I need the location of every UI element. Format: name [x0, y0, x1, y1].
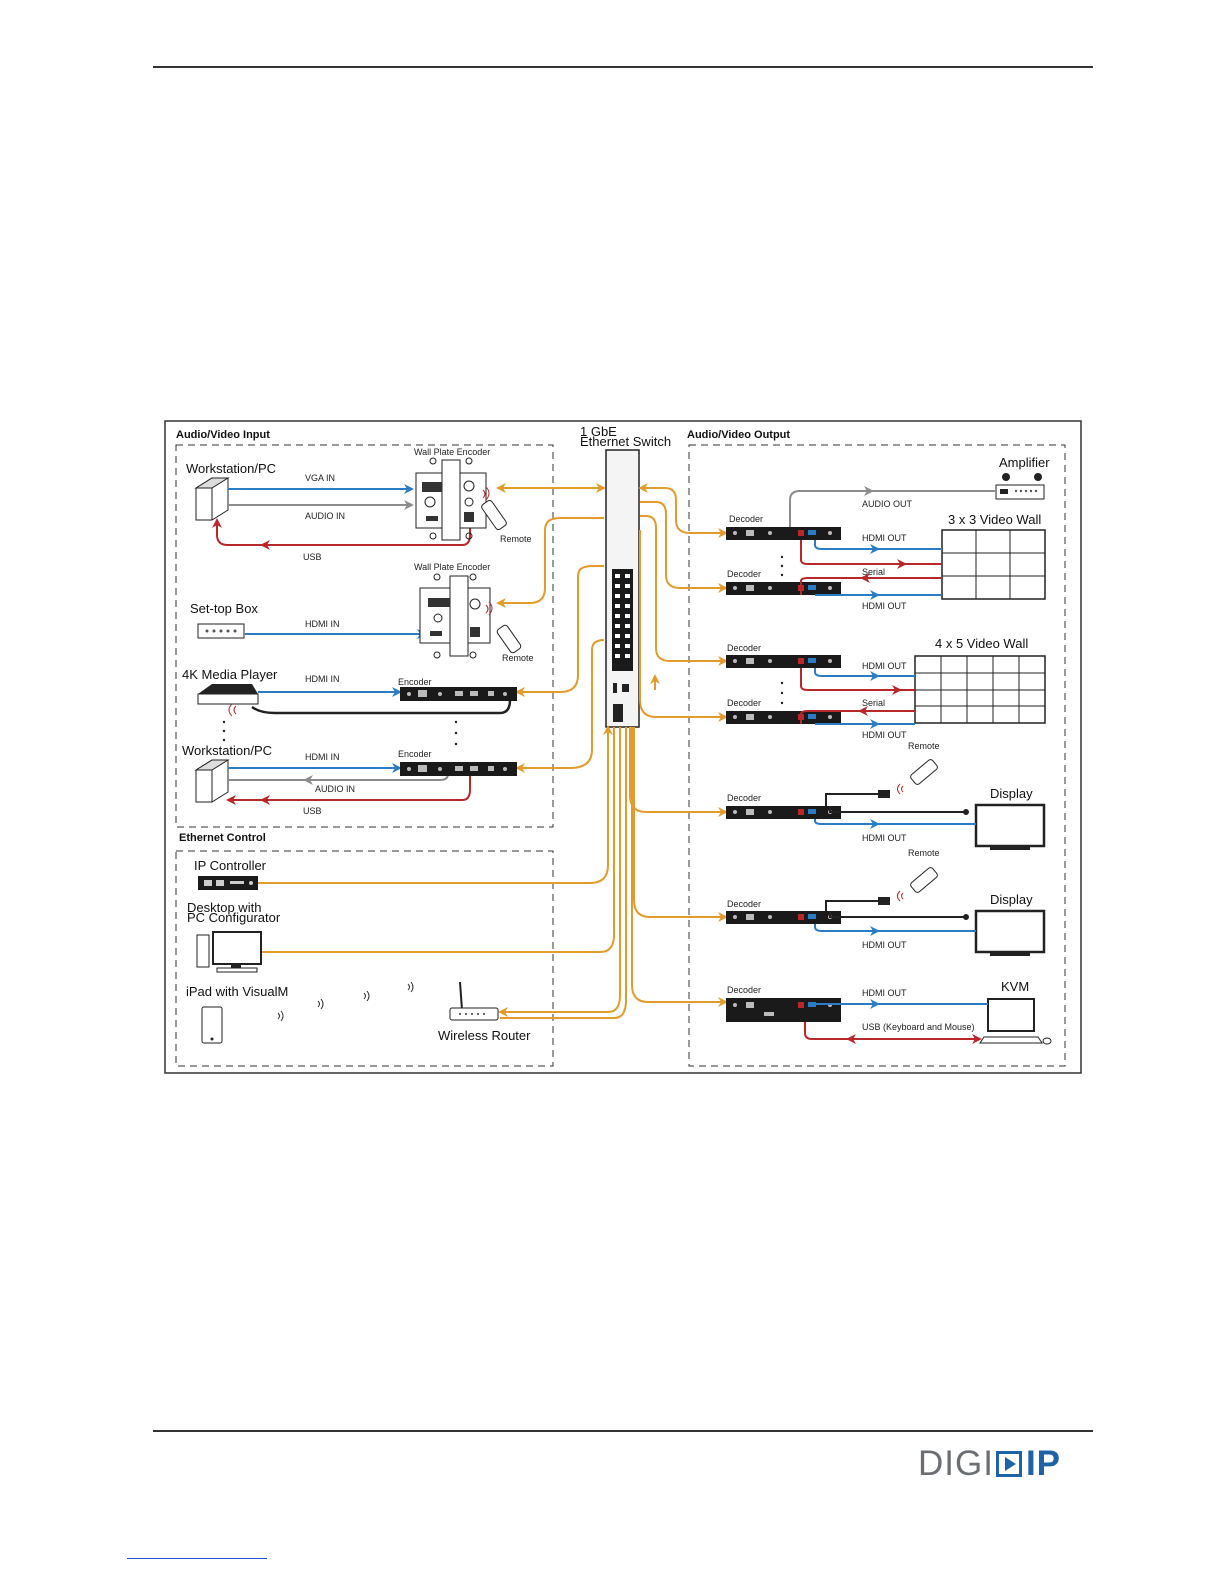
- serial-2-label: Serial: [862, 698, 885, 708]
- ipad-label: iPad with VisualM: [186, 984, 288, 999]
- footer-link-underline: [127, 1558, 267, 1559]
- wifi-signal-icons: [277, 981, 414, 1022]
- ip-controller-icon: [198, 876, 258, 890]
- set-top-box-label: Set-top Box: [190, 601, 258, 616]
- decoder-1-label: Decoder: [729, 514, 763, 524]
- amplifier-label: Amplifier: [999, 455, 1050, 470]
- audio-in-2-label: AUDIO IN: [315, 784, 355, 794]
- diagram-frame: [164, 420, 1082, 1074]
- decoder-kvm-label: Decoder: [727, 985, 761, 995]
- hdmi-in-1-label: HDMI IN: [305, 619, 340, 629]
- video-wall-4x5-label: 4 x 5 Video Wall: [935, 636, 1028, 651]
- switch-label-line2: Ethernet Switch: [580, 434, 671, 449]
- decoder-4-label: Decoder: [727, 698, 761, 708]
- decoder-3: [726, 655, 841, 668]
- media-player-icon: [197, 684, 259, 717]
- workstation-1-icon: [194, 477, 230, 521]
- display-1-label: Display: [990, 786, 1033, 801]
- remote-2-icon: [485, 601, 522, 654]
- decoder-4: [726, 711, 841, 724]
- media-player-label: 4K Media Player: [182, 667, 278, 682]
- output-section-title: Audio/Video Output: [687, 429, 790, 441]
- control-section-title: Ethernet Control: [179, 832, 266, 844]
- kvm-label: KVM: [1001, 979, 1029, 994]
- remote-3-icon: [897, 759, 938, 795]
- display-2-icon: [974, 909, 1046, 956]
- remote-4-icon: [897, 867, 938, 902]
- display-2-label: Display: [990, 892, 1033, 907]
- desktop-pc-icon: [196, 931, 262, 973]
- usb-2-label: USB: [303, 806, 322, 816]
- decoder-5: [726, 806, 841, 819]
- decoder-6: [726, 911, 841, 924]
- decoder-kvm: [726, 998, 841, 1022]
- display-1-icon: [974, 803, 1046, 850]
- wall-plate-encoder-2-label: Wall Plate Encoder: [414, 562, 490, 572]
- logo-text-left: DIGI: [918, 1444, 994, 1483]
- remote-3-label: Remote: [908, 741, 940, 751]
- hdmi-out-7-label: HDMI OUT: [862, 988, 907, 998]
- remote-2-label: Remote: [502, 653, 534, 663]
- wall-plate-encoder-1: [415, 457, 487, 541]
- logo-text-right: IP: [1025, 1444, 1062, 1483]
- amplifier-icon: [995, 473, 1045, 500]
- video-wall-3x3: [941, 529, 1046, 600]
- header-rule: [153, 66, 1093, 68]
- encoder-1: [400, 687, 517, 701]
- footer-rule: [153, 1430, 1093, 1432]
- wall-plate-encoder-2: [419, 573, 491, 659]
- encoder-2-label: Encoder: [398, 749, 432, 759]
- hdmi-in-2-label: HDMI IN: [305, 674, 340, 684]
- remote-1-label: Remote: [500, 534, 532, 544]
- vga-in-label: VGA IN: [305, 473, 335, 483]
- wireless-router-icon: [449, 981, 499, 1021]
- workstation-2-label: Workstation/PC: [182, 743, 272, 758]
- encoder-2: [400, 762, 517, 776]
- input-section-title: Audio/Video Input: [176, 429, 270, 441]
- wireless-router-label: Wireless Router: [438, 1028, 531, 1043]
- hdmi-in-3-label: HDMI IN: [305, 752, 340, 762]
- usb-1-label: USB: [303, 552, 322, 562]
- control-section-box: [175, 850, 554, 1067]
- remote-4-label: Remote: [908, 848, 940, 858]
- ipad-icon: [201, 1006, 223, 1044]
- audio-in-1-label: AUDIO IN: [305, 511, 345, 521]
- hdmi-out-5-label: HDMI OUT: [862, 833, 907, 843]
- input-section-box: [175, 444, 554, 828]
- hdmi-out-1-label: HDMI OUT: [862, 533, 907, 543]
- play-icon: [995, 1451, 1022, 1477]
- workstation-1-label: Workstation/PC: [186, 461, 276, 476]
- hdmi-out-3-label: HDMI OUT: [862, 661, 907, 671]
- hdmi-out-6-label: HDMI OUT: [862, 940, 907, 950]
- desktop-label-line2: PC Configurator: [187, 910, 281, 925]
- serial-1-label: Serial: [862, 567, 885, 577]
- ip-controller-label: IP Controller: [194, 858, 267, 873]
- workstation-2-icon: [194, 759, 230, 803]
- ethernet-links: [258, 483, 728, 1019]
- video-wall-4x5: [914, 655, 1046, 724]
- set-top-box-icon: [197, 623, 245, 639]
- ethernet-switch: [605, 449, 640, 728]
- digi-ip-logo: DIGI IP: [918, 1446, 1061, 1482]
- wall-plate-encoder-1-label: Wall Plate Encoder: [414, 447, 490, 457]
- kvm-workstation-icon: [979, 998, 1052, 1045]
- decoder-6-label: Decoder: [727, 899, 761, 909]
- video-wall-3x3-label: 3 x 3 Video Wall: [948, 512, 1041, 527]
- decoder-1: [726, 527, 841, 540]
- hdmi-out-4-label: HDMI OUT: [862, 730, 907, 740]
- decoder-5-label: Decoder: [727, 793, 761, 803]
- remote-1-icon: [481, 486, 507, 531]
- decoder-2-label: Decoder: [727, 569, 761, 579]
- output-section-box: [688, 444, 1066, 1067]
- encoder-1-label: Encoder: [398, 677, 432, 687]
- decoder-2: [726, 582, 841, 595]
- desktop-label-line1: Desktop with: [187, 900, 261, 915]
- ellipsis-dots: [222, 555, 784, 746]
- usb-kvm-label: USB (Keyboard and Mouse): [862, 1022, 975, 1032]
- audio-out-label: AUDIO OUT: [862, 499, 913, 509]
- hdmi-out-2-label: HDMI OUT: [862, 601, 907, 611]
- switch-label-line1: 1 GbE: [580, 424, 617, 439]
- decoder-3-label: Decoder: [727, 643, 761, 653]
